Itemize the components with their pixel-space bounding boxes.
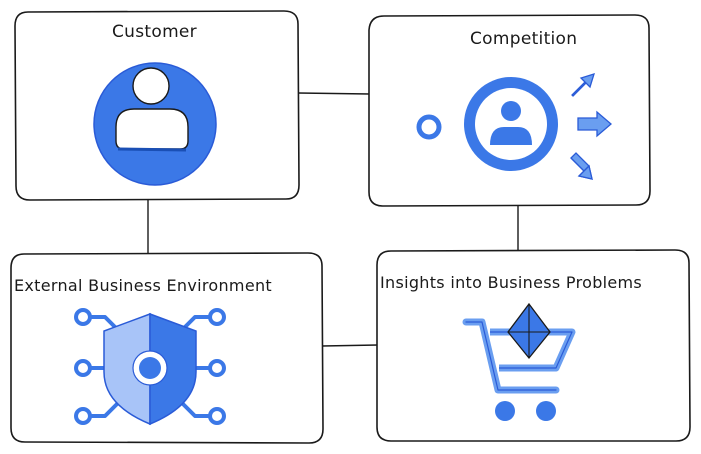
connectors	[147, 92, 519, 347]
box-title-insights: Insights into Business Problems	[380, 273, 643, 292]
connector-external-insights	[321, 344, 379, 347]
security-shield-network-icon	[74, 308, 226, 426]
competitor-arrows-icon	[416, 73, 612, 180]
connector-customer-competition	[297, 92, 371, 95]
boxes	[10, 10, 691, 444]
box-title-customer: Customer	[112, 22, 197, 42]
shopping-cart-icon	[462, 302, 576, 421]
box-title-competition: Competition	[470, 29, 578, 49]
box-title-external: External Business Environment	[14, 276, 272, 295]
person-circle-icon	[93, 62, 217, 186]
